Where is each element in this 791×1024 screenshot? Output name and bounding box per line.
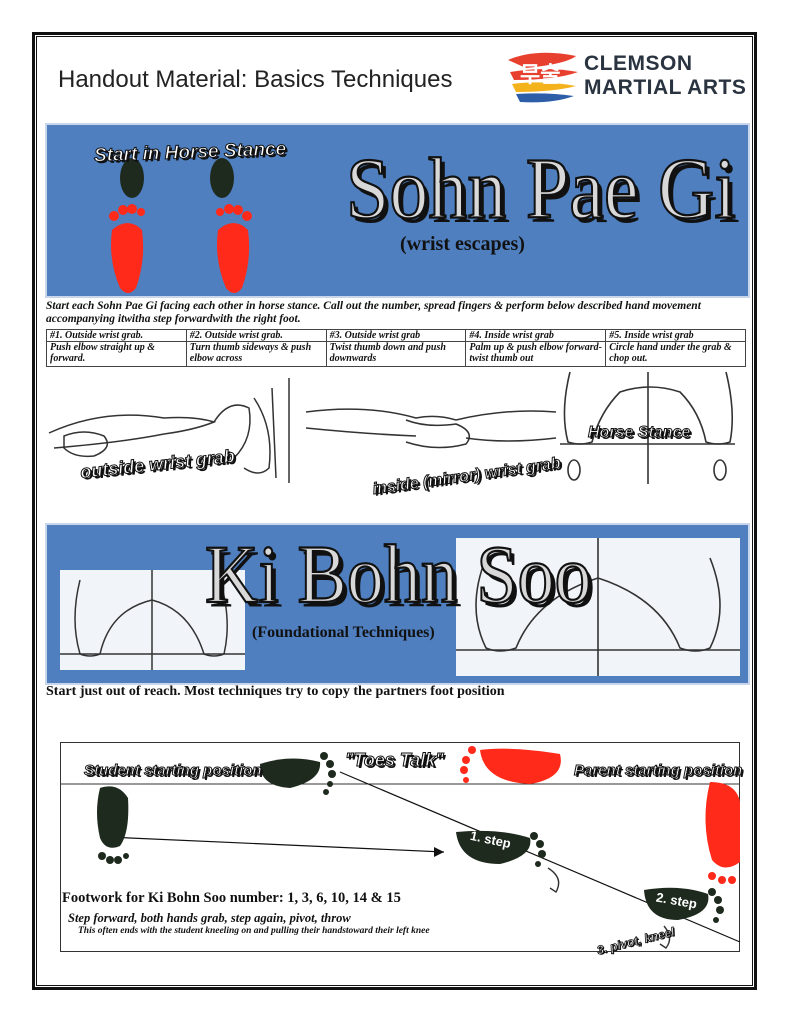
- sohn-pae-gi-intro: Start each Sohn Pae Gi facing each other…: [46, 300, 701, 325]
- ki-bohn-soo-title: Ki Bohn Soo: [204, 528, 593, 622]
- move-1-desc: Push elbow straight up & forward.: [46, 341, 187, 367]
- wrist-escapes-subtitle: (wrist escapes): [400, 233, 525, 255]
- page-frame-inner: [36, 36, 753, 986]
- move-1-title: #1. Outside wrist grab.: [46, 329, 187, 342]
- handout-title: Handout Material: Basics Techniques: [58, 66, 453, 93]
- toes-talk-label: "Toes Talk": [345, 750, 445, 771]
- table-row: Push elbow straight up & forward. Turn t…: [46, 341, 746, 367]
- start-instruction: Start just out of reach. Most techniques…: [46, 684, 505, 699]
- outside-wrist-grab-illustration: [48, 378, 290, 483]
- horse-stance-label: Horse Stance: [587, 424, 691, 442]
- footwork-title: Footwork for Ki Bohn Soo number: 1, 3, 6…: [62, 890, 401, 906]
- wrist-escape-table: #1. Outside wrist grab. #2. Outside wris…: [46, 329, 746, 367]
- logo-line1: CLEMSON: [584, 52, 693, 75]
- move-3-title: #3. Outside wrist grab: [325, 329, 467, 342]
- footwork-diagram: [60, 746, 741, 949]
- parent-position-label: Parent starting position: [573, 762, 743, 780]
- move-3-desc: Twist thumb down and push downwards: [325, 341, 467, 367]
- table-header-row: #1. Outside wrist grab. #2. Outside wris…: [46, 329, 746, 342]
- inside-wrist-grab-illustration: [305, 408, 557, 449]
- student-position-label: Student starting position: [84, 762, 262, 780]
- move-2-desc: Turn thumb sideways & push elbow across: [185, 341, 327, 367]
- logo-brush-icon: 무술: [508, 52, 578, 103]
- move-4-title: #4. Inside wrist grab: [465, 329, 607, 342]
- move-4-desc: Palm up & push elbow forward-twist thumb…: [465, 341, 607, 367]
- move-2-title: #2. Outside wrist grab.: [185, 329, 327, 342]
- footwork-line-2: This often ends with the student kneelin…: [78, 926, 430, 936]
- footwork-line-1: Step forward, both hands grab, step agai…: [68, 911, 351, 925]
- horse-stance-illustration: [560, 371, 735, 484]
- sohn-pae-gi-title: Sohn Pae Gi: [345, 138, 737, 238]
- logo-line2: MARTIAL ARTS: [584, 76, 747, 99]
- move-5-title: #5. Inside wrist grab: [605, 329, 746, 342]
- move-5-desc: Circle hand under the grab & chop out.: [605, 341, 746, 367]
- page-frame: [32, 32, 757, 990]
- svg-text:무술: 무술: [520, 63, 560, 88]
- stance-right-illustration: [456, 538, 740, 676]
- sohn-pae-gi-banner: [45, 123, 750, 298]
- foundational-techniques-subtitle: (Foundational Techniques): [252, 624, 435, 641]
- logo-text: CLEMSON MARTIAL ARTS: [584, 52, 746, 100]
- stance-left-illustration: [60, 570, 245, 670]
- horse-stance-footprints-icon: [109, 158, 252, 293]
